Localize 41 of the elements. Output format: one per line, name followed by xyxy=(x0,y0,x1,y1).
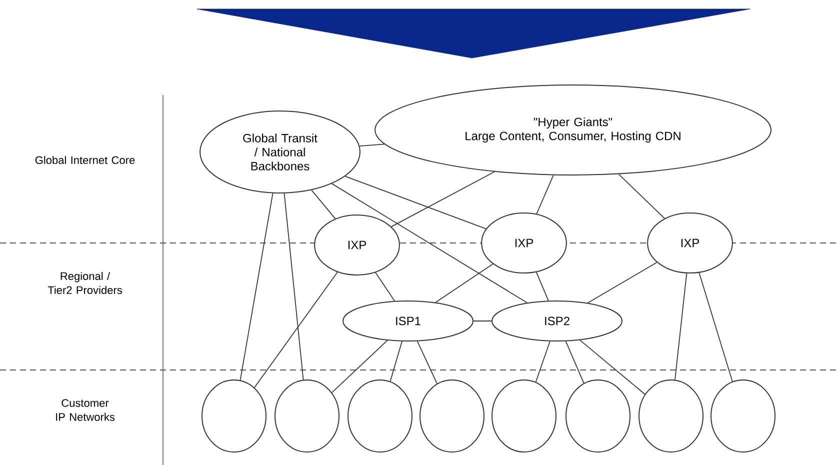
connector-line xyxy=(254,272,338,388)
connector-line xyxy=(674,272,688,380)
connector-line xyxy=(580,340,646,395)
network-circle xyxy=(710,380,776,452)
connector-line xyxy=(332,183,528,304)
ellipse-node: Global Transit / National Backbones xyxy=(200,110,360,194)
network-circle xyxy=(566,380,630,452)
connector-line xyxy=(284,192,304,380)
connector-line xyxy=(390,340,402,382)
connector-line xyxy=(536,272,549,302)
connector-line xyxy=(698,272,733,382)
connector-line xyxy=(535,340,550,382)
connector-line xyxy=(435,264,494,303)
circle-node: IXP xyxy=(314,214,400,276)
connector-line xyxy=(618,174,666,219)
connector-line xyxy=(565,340,584,384)
connector-line xyxy=(416,340,438,384)
connector-line xyxy=(240,192,274,381)
network-circle xyxy=(202,380,266,452)
layer-label: Regional / Tier2 Providers xyxy=(48,272,122,294)
connector-line xyxy=(473,320,492,322)
connector-line xyxy=(359,144,385,146)
layer-label: Customer IP Networks xyxy=(56,399,115,421)
network-circle xyxy=(638,380,704,452)
network-circle xyxy=(348,380,412,452)
network-circle xyxy=(274,380,340,452)
circle-node: IXP xyxy=(481,212,567,274)
layer-label: Global Internet Core xyxy=(35,156,135,164)
ellipse-node: ISP1 xyxy=(342,300,474,342)
circle-node: IXP xyxy=(647,212,733,274)
connector-line xyxy=(390,171,495,228)
network-circle xyxy=(492,380,556,452)
connector-line xyxy=(311,190,336,220)
connector-line xyxy=(587,262,658,304)
ellipse-node: ISP2 xyxy=(492,300,622,342)
connector-line xyxy=(375,272,395,302)
network-circle xyxy=(420,380,484,452)
connector-line xyxy=(344,176,486,230)
connector-line xyxy=(331,340,388,393)
ellipse-node: "Hyper Giants" Large Content, Consumer, Hosting CDN xyxy=(374,84,772,176)
connector-line xyxy=(536,174,554,214)
